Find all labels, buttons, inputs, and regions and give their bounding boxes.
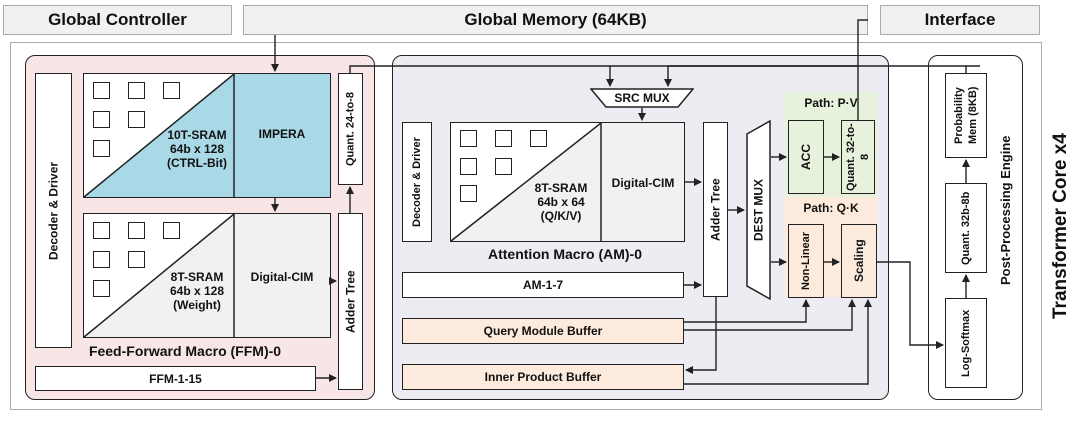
interface-box: Interface <box>880 5 1040 35</box>
am-title: Attention Macro (AM)-0 <box>488 246 642 262</box>
log-softmax: Log-Softmax <box>945 298 987 388</box>
non-linear-box: Non-Linear <box>788 224 824 298</box>
am-quant-32-to-8: Quant. 32-to-8 <box>841 120 875 194</box>
path-qk-label: Path: Q·K <box>803 201 859 215</box>
sram-cell <box>460 185 477 202</box>
global-controller-box: Global Controller <box>3 5 232 35</box>
sram-cell <box>128 251 145 268</box>
ffm-sram-8t-line3: (Weight) <box>173 298 221 312</box>
am-sram-line3: (Q/K/V) <box>540 209 582 223</box>
sram-cell <box>128 82 145 99</box>
am-sram-graphic <box>451 123 602 242</box>
ffm-sram-8t-graphic <box>84 214 235 338</box>
src-mux-label: SRC MUX <box>614 91 670 105</box>
ffm-sram-10t-line3: (CTRL-Bit) <box>167 156 227 170</box>
src-mux: SRC MUX <box>590 88 694 108</box>
path-pv-label: Path: P·V <box>804 96 858 110</box>
ppe-quant: Quant. 32b-8b <box>945 183 987 273</box>
sram-cell <box>495 130 512 147</box>
ffm-dcim-label: Digital-CIM <box>250 270 314 284</box>
ffm-sram-10t-label: 10T-SRAM 64b x 128 (CTRL-Bit) <box>142 122 252 176</box>
dest-mux: DEST MUX <box>746 120 771 300</box>
ffm-sram-10t-graphic <box>84 74 330 198</box>
am-adder-tree: Adder Tree <box>703 122 728 297</box>
ffm-decoder-driver: Decoder & Driver <box>35 73 72 348</box>
global-memory-label: Global Memory (64KB) <box>464 10 647 29</box>
sram-cell <box>128 222 145 239</box>
am-decoder-driver: Decoder & Driver <box>402 122 432 242</box>
am-adder-label: Adder Tree <box>708 178 723 241</box>
ffm-sram-10t-line1: 10T-SRAM <box>167 128 227 142</box>
dest-mux-label: DEST MUX <box>751 179 766 242</box>
probability-mem: Probability Mem (8KB) <box>945 73 987 158</box>
am-dcim-label: Digital-CIM <box>611 176 675 190</box>
sram-cell <box>93 251 110 268</box>
ffm-adder-tree: Adder Tree <box>338 213 363 390</box>
sram-cell <box>93 222 110 239</box>
sram-cell <box>530 130 547 147</box>
global-memory-box: Global Memory (64KB) <box>243 5 868 35</box>
src-mux-shape <box>590 88 694 108</box>
probability-mem-label: Probability Mem (8KB) <box>953 86 979 145</box>
sram-cell <box>128 111 145 128</box>
ffm-sram-10t-line2: 64b x 128 <box>169 142 225 156</box>
query-module-buffer: Query Module Buffer <box>402 318 684 344</box>
scaling-box: Scaling <box>841 224 877 298</box>
non-linear-label: Non-Linear <box>800 231 812 291</box>
ffm-sram-10t: 10T-SRAM 64b x 128 (CTRL-Bit) IMPERA <box>83 73 331 198</box>
global-controller-label: Global Controller <box>48 10 187 29</box>
ffm-adder-label: Adder Tree <box>343 270 358 333</box>
interface-label: Interface <box>924 10 996 29</box>
am-others-label: AM-1-7 <box>522 278 563 292</box>
am-sram-8t: 8T-SRAM 64b x 64 (Q/K/V) Digital-CIM <box>450 122 685 242</box>
ffm-quant-label: Quant. 24-to-8 <box>344 92 357 166</box>
ffm-quant-24-to-8: Quant. 24-to-8 <box>338 73 363 185</box>
acc-label: ACC <box>799 144 813 170</box>
ffm-sram-8t-line2: 64b x 128 <box>169 284 225 298</box>
query-module-buffer-label: Query Module Buffer <box>483 324 603 338</box>
am-sram-line1: 8T-SRAM <box>534 181 588 195</box>
sram-cell <box>93 82 110 99</box>
ppe-quant-label: Quant. 32b-8b <box>960 191 972 265</box>
ffm-others-label: FFM-1-15 <box>149 371 202 386</box>
ffm-sram-8t-label: 8T-SRAM 64b x 128 (Weight) <box>142 264 252 318</box>
sram-cell <box>460 158 477 175</box>
inner-product-buffer: Inner Product Buffer <box>402 364 684 390</box>
acc-box: ACC <box>788 120 824 194</box>
ffm-sram-8t-line1: 8T-SRAM <box>170 270 224 284</box>
sram-cell <box>93 280 110 297</box>
ffm-sram-8t: 8T-SRAM 64b x 128 (Weight) Digital-CIM <box>83 213 331 338</box>
scaling-label: Scaling <box>852 239 866 283</box>
inner-product-buffer-label: Inner Product Buffer <box>484 370 602 384</box>
transformer-core-title: Transformer Core x4 <box>1050 133 1071 319</box>
sram-cell <box>93 111 110 128</box>
am-others-box: AM-1-7 <box>402 272 684 298</box>
impera-label: IMPERA <box>258 127 306 141</box>
sram-cell <box>495 158 512 175</box>
ffm-others-box: FFM-1-15 <box>35 366 316 391</box>
sram-cell <box>163 82 180 99</box>
sram-cell <box>93 140 110 157</box>
am-quant-label: Quant. 32-to-8 <box>845 123 871 191</box>
am-decoder-label: Decoder & Driver <box>411 137 423 227</box>
ffm-decoder-label: Decoder & Driver <box>46 161 61 260</box>
sram-cell <box>460 130 477 147</box>
sram-cell <box>163 222 180 239</box>
am-sram-line2: 64b x 64 <box>537 195 585 209</box>
dest-mux-shape <box>746 120 771 300</box>
ffm-title: Feed-Forward Macro (FFM)-0 <box>88 343 282 359</box>
am-sram-label: 8T-SRAM 64b x 64 (Q/K/V) <box>511 175 611 229</box>
ppe-title: Post-Processing Engine <box>998 135 1013 285</box>
log-softmax-label: Log-Softmax <box>960 309 972 377</box>
